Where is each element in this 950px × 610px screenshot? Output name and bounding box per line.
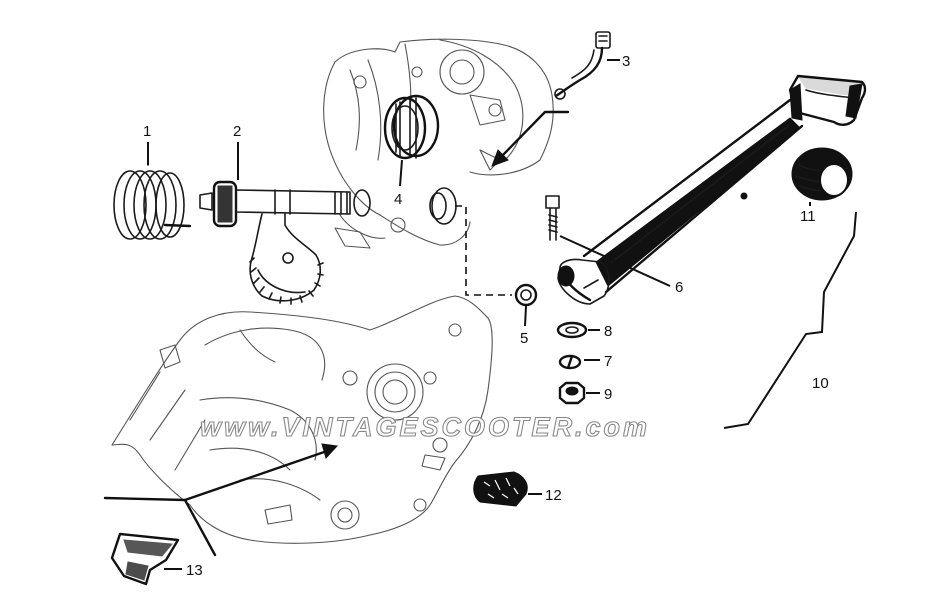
nut-icon: [558, 381, 586, 405]
rubber-buffer-icon: [473, 471, 528, 507]
callout-3: 3: [622, 53, 630, 70]
kickstart-shaft-sector-icon: [199, 180, 371, 305]
lower-arrow-line: [103, 448, 332, 502]
watermark: www.VINTAGESCOOTER.com: [200, 412, 650, 442]
callout-11: 11: [800, 208, 816, 225]
callout-6: 6: [675, 279, 683, 296]
spring-washer-icon: [558, 354, 582, 370]
callout-10: 10: [812, 375, 829, 392]
stop-bracket-icon: [110, 532, 180, 586]
lower-arrow-head: [321, 443, 339, 459]
callout-5: 5: [520, 330, 528, 347]
lower-bracket-line: [183, 498, 217, 557]
dashed-guide: [455, 205, 512, 296]
callout-1: 1: [143, 123, 151, 140]
needle-bearing-icon: [383, 94, 440, 160]
upper-engine-casing: [323, 38, 554, 249]
callout-13: 13: [186, 562, 203, 579]
kickstart-lever-icon: [557, 74, 867, 305]
clamp-bolt-icon: [545, 195, 560, 241]
seal-ring-icon: [514, 283, 538, 307]
callout-labels: 1 2 3 4 5 6 8 7 9 10 11 12 13: [143, 53, 829, 579]
callout-2: 2: [233, 123, 241, 140]
rubber-pedal-icon: [791, 147, 853, 201]
callout-4: 4: [394, 191, 402, 208]
callout-7: 7: [604, 353, 612, 370]
callout-8: 8: [604, 323, 612, 340]
upper-arrow-line: [498, 110, 570, 160]
upper-arrow-head: [491, 149, 509, 167]
lower-engine-casing: [111, 295, 493, 544]
callout-9: 9: [604, 386, 612, 403]
flat-washer-icon: [556, 321, 588, 339]
leader-lines: [147, 59, 857, 570]
shaft-bushing: [429, 187, 457, 225]
callout-12: 12: [545, 487, 562, 504]
pipe-fitting-icon: [554, 31, 611, 100]
return-spring-icon: [113, 147, 192, 240]
